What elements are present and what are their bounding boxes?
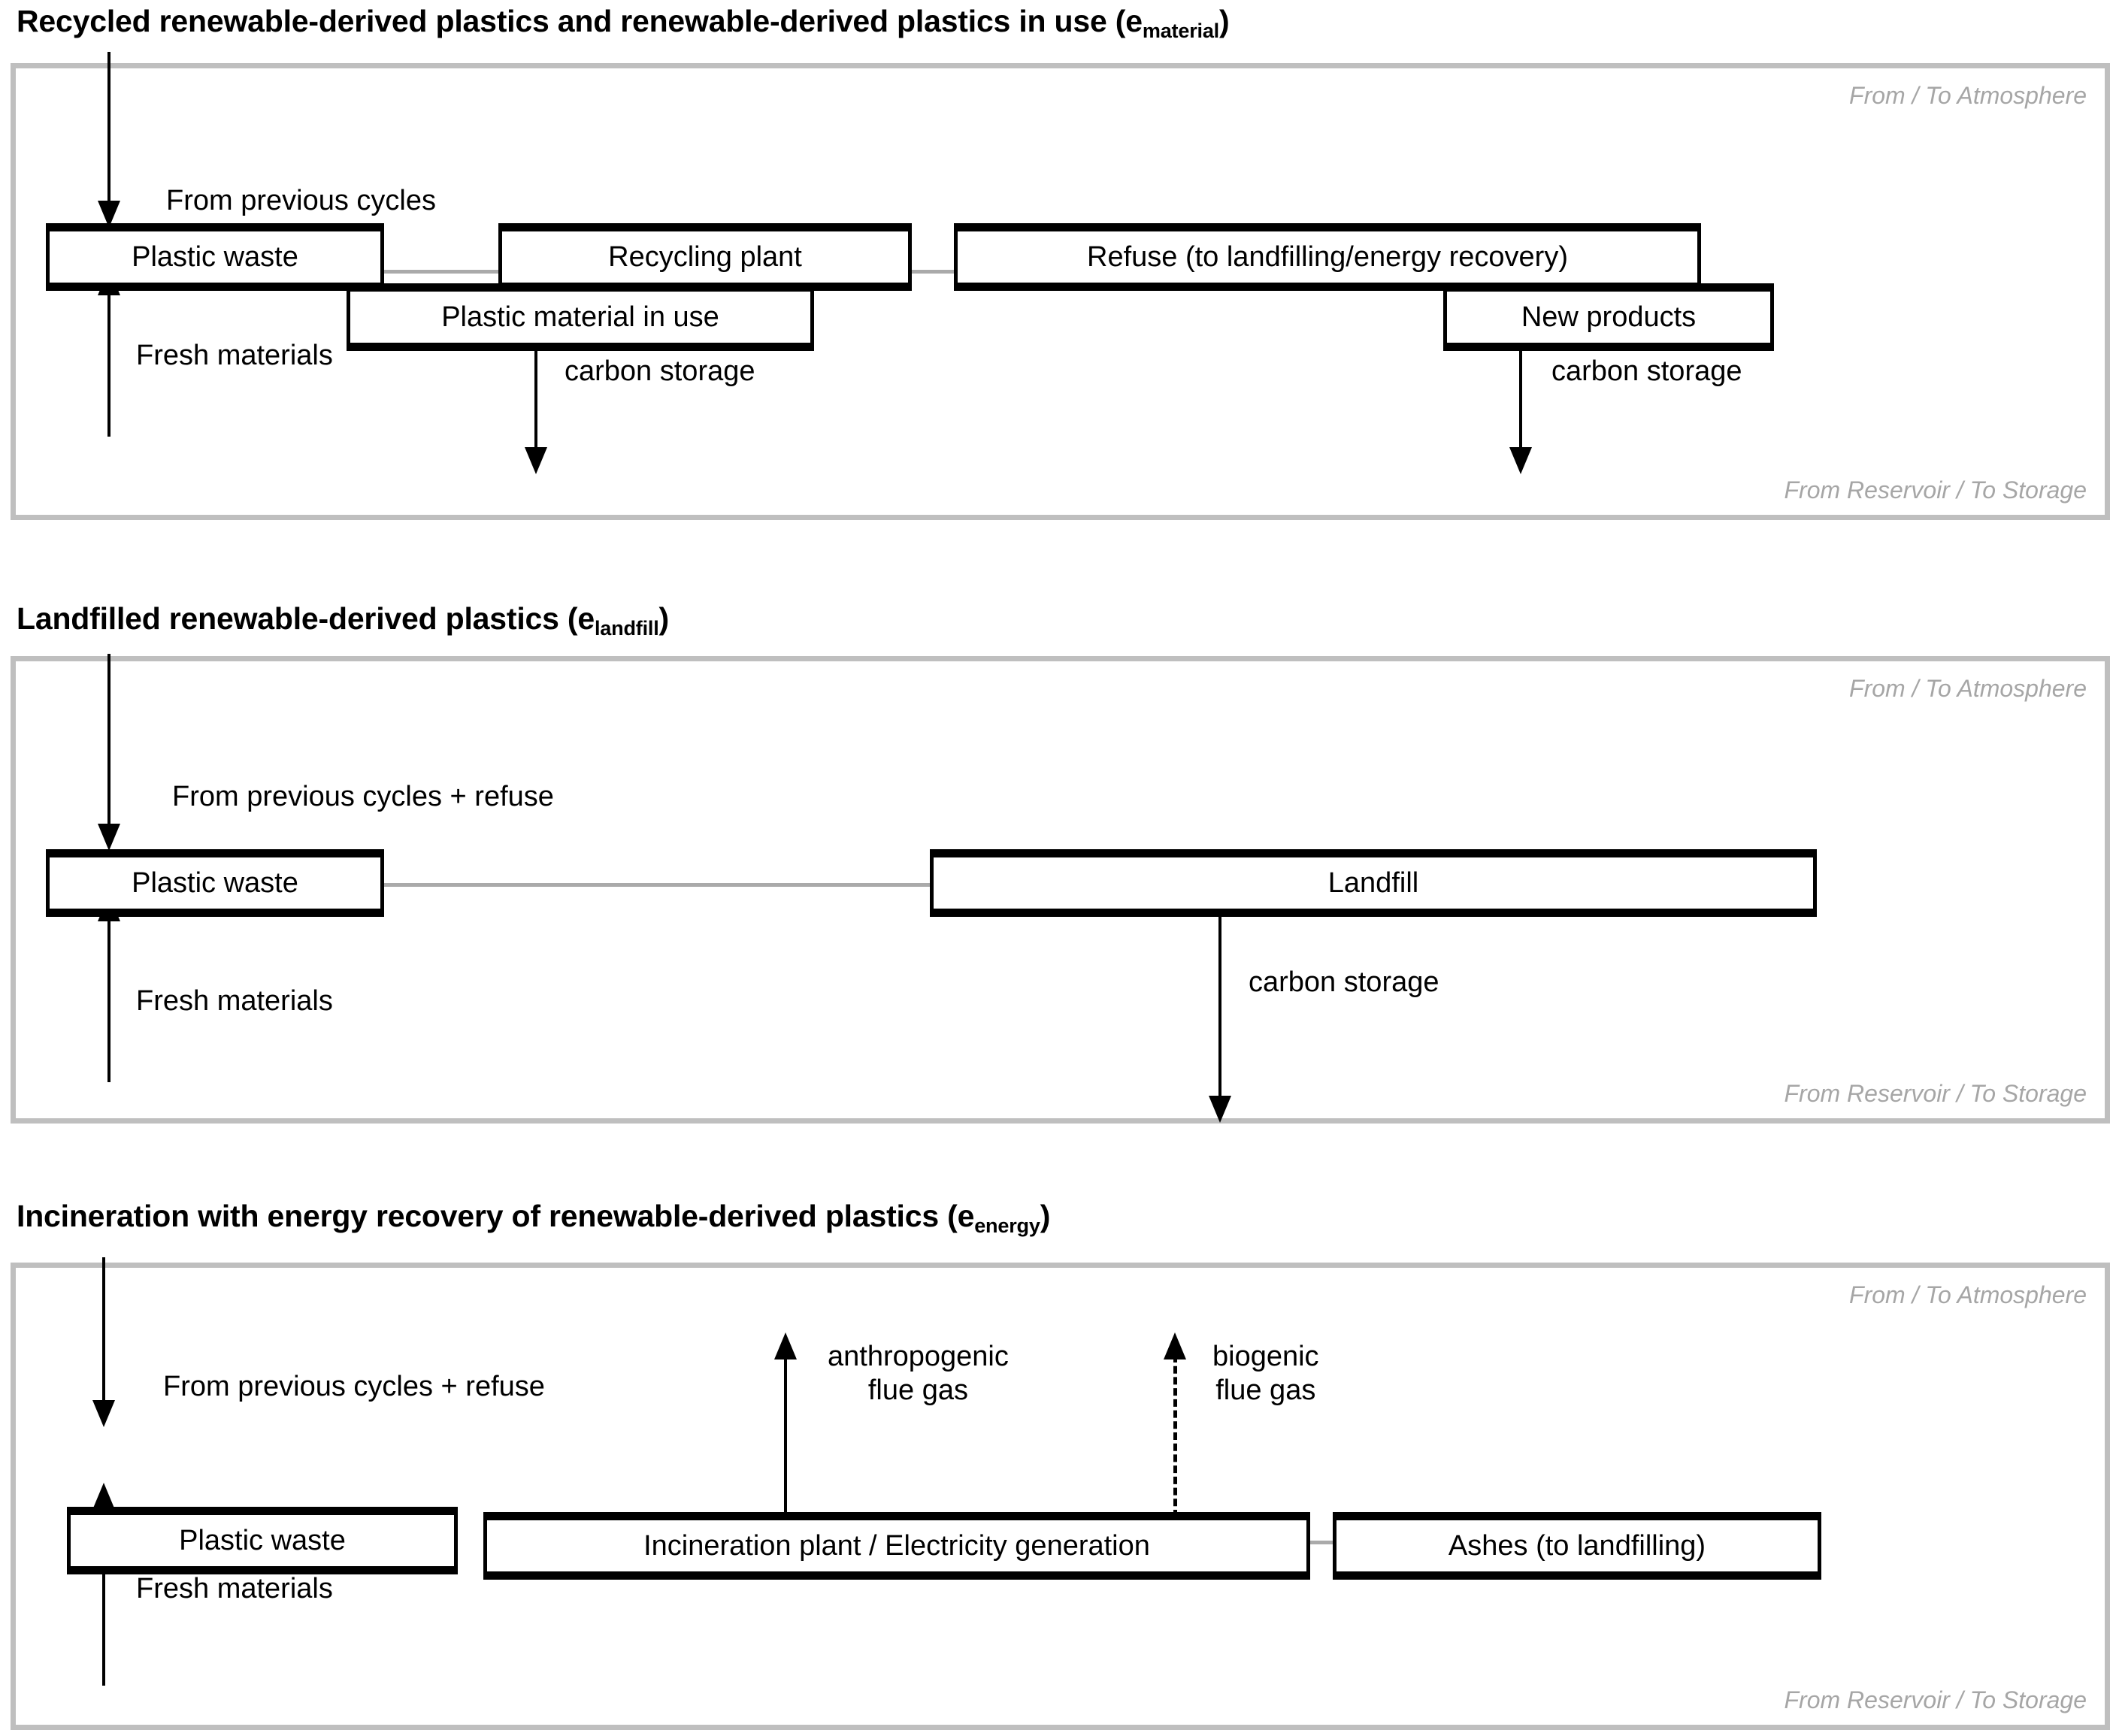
panel-title-material-close: ): [1219, 4, 1230, 38]
box-plastic-waste-material[interactable]: Plastic waste: [46, 223, 384, 291]
connector-recycling-to-refuse: [880, 270, 1016, 274]
label-anthropogenic-flue-gas: anthropogenic flue gas: [828, 1341, 1009, 1406]
atmosphere-label: From / To Atmosphere: [1849, 1281, 2087, 1308]
label-carbon-storage-new-products: carbon storage: [1551, 355, 1742, 387]
box-label: Plastic waste: [132, 240, 298, 273]
box-refuse[interactable]: Refuse (to landfilling/energy recovery): [954, 223, 1701, 291]
panel-title-energy: Incineration with energy recovery of ren…: [17, 1199, 1051, 1238]
box-label: Plastic waste: [179, 1524, 346, 1556]
panel-title-landfill-close: ): [658, 601, 670, 636]
reservoir-storage-label: From Reservoir / To Storage: [1784, 1686, 2087, 1713]
atmosphere-label: From / To Atmosphere: [1849, 82, 2087, 109]
box-plastic-waste-landfill[interactable]: Plastic waste: [46, 849, 384, 917]
label-carbon-storage-landfill: carbon storage: [1249, 966, 1439, 998]
box-plastic-waste-energy[interactable]: Plastic waste: [67, 1507, 458, 1574]
label-fresh-materials: Fresh materials: [136, 985, 333, 1017]
box-landfill[interactable]: Landfill: [930, 849, 1817, 917]
box-label: Ashes (to landfilling): [1448, 1529, 1706, 1562]
atmosphere-label: From / To Atmosphere: [1849, 675, 2087, 702]
box-plastic-material-in-use[interactable]: Plastic material in use: [347, 283, 814, 351]
box-label: Incineration plant / Electricity generat…: [643, 1529, 1150, 1562]
reservoir-storage-label: From Reservoir / To Storage: [1784, 476, 2087, 504]
panel-title-material: Recycled renewable-derived plastics and …: [17, 4, 1230, 43]
label-from-previous-cycles-refuse: From previous cycles + refuse: [163, 1371, 545, 1402]
panel-title-energy-main: Incineration with energy recovery of ren…: [17, 1199, 975, 1233]
panel-energy: From / To Atmosphere From Reservoir / To…: [11, 1257, 2110, 1730]
box-ashes[interactable]: Ashes (to landfilling): [1333, 1512, 1821, 1580]
box-incineration-plant[interactable]: Incineration plant / Electricity generat…: [483, 1512, 1310, 1580]
box-label: Plastic waste: [132, 866, 298, 899]
label-from-previous-cycles: From previous cycles: [166, 185, 436, 216]
panel-title-material-subscript: material: [1142, 20, 1219, 43]
panel-title-energy-subscript: energy: [974, 1214, 1040, 1238]
connector-waste-to-landfill: [219, 883, 955, 887]
label-from-previous-cycles-refuse: From previous cycles + refuse: [172, 781, 554, 812]
box-label: Recycling plant: [608, 240, 802, 273]
panel-title-material-main: Recycled renewable-derived plastics and …: [17, 4, 1143, 38]
panel-title-landfill-main: Landfilled renewable-derived plastics (e: [17, 601, 595, 636]
box-label: Plastic material in use: [441, 301, 719, 333]
panel-landfill: From / To Atmosphere From Reservoir / To…: [11, 654, 2110, 1124]
panel-title-energy-close: ): [1040, 1199, 1051, 1233]
panel-material: From / To Atmosphere From Reservoir / To…: [11, 52, 2110, 520]
label-fresh-materials: Fresh materials: [136, 340, 333, 371]
box-label: Refuse (to landfilling/energy recovery): [1087, 240, 1568, 273]
label-fresh-materials: Fresh materials: [136, 1573, 333, 1604]
box-recycling-plant[interactable]: Recycling plant: [498, 223, 912, 291]
box-label: Landfill: [1327, 866, 1419, 899]
panel-title-landfill-subscript: landfill: [594, 617, 659, 640]
connector-waste-to-recycling: [219, 270, 565, 274]
label-biogenic-flue-gas: biogenic flue gas: [1212, 1341, 1319, 1406]
label-carbon-storage-material-use: carbon storage: [565, 355, 755, 387]
box-label: New products: [1521, 301, 1697, 333]
panel-title-landfill: Landfilled renewable-derived plastics (e…: [17, 601, 670, 640]
box-new-products[interactable]: New products: [1443, 283, 1774, 351]
reservoir-storage-label: From Reservoir / To Storage: [1784, 1080, 2087, 1107]
connector-incineration-to-ashes: [1309, 1541, 1346, 1544]
